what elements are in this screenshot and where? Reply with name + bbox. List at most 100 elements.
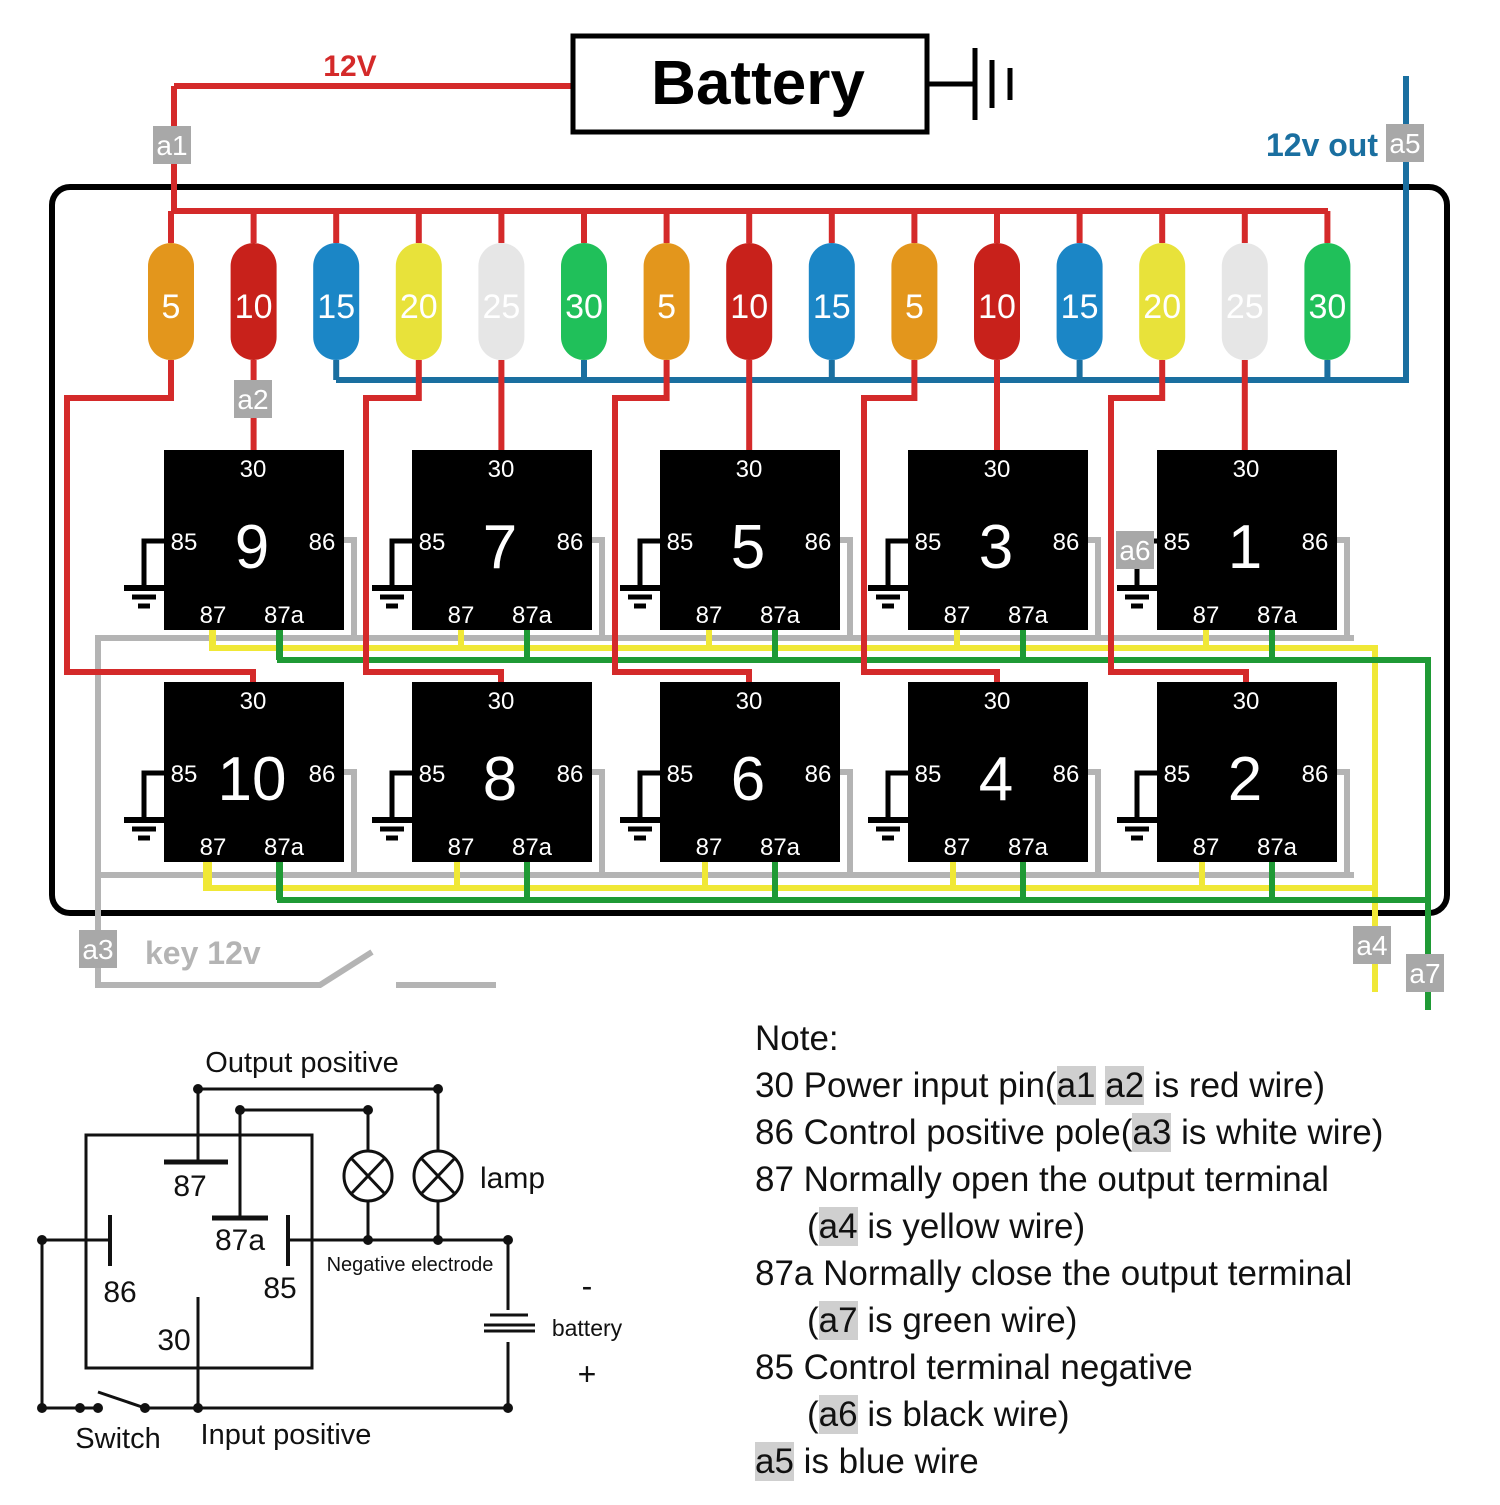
note-line: 85 Control terminal negative: [755, 1344, 1495, 1391]
tag-label: a3: [82, 934, 113, 965]
fuse: 15: [808, 243, 855, 360]
red-feed-30-wire: [861, 360, 1000, 682]
tag-box: [234, 380, 272, 418]
fuse: 10: [230, 243, 277, 360]
fuse-amp-label: 10: [730, 288, 768, 326]
pin-30-label: 30: [736, 456, 763, 483]
pin-30-label: 30: [736, 688, 763, 715]
tag-box: [79, 930, 117, 968]
ground-symbol-icon: [927, 48, 1013, 120]
pin-87-label: 87: [944, 602, 971, 629]
fuse-body: [1056, 243, 1103, 360]
note-text: (: [807, 1301, 819, 1340]
pin-87a-label: 87a: [512, 834, 553, 861]
pin-87a-label: 87a: [264, 834, 305, 861]
red-feed-30-wire: [1108, 360, 1249, 682]
schematic-pin-87: 87: [173, 1170, 206, 1203]
pin-86-label: 86: [1053, 761, 1080, 788]
pin-30-label: 30: [984, 456, 1011, 483]
pin-87-label: 87: [1193, 834, 1220, 861]
tag-label: a5: [1389, 128, 1420, 159]
note-line: (a6 is black wire): [755, 1391, 1495, 1438]
tag-box: [1386, 124, 1424, 162]
note-text: 85 Control terminal negative: [755, 1348, 1193, 1387]
fuse: 15: [1056, 243, 1103, 360]
tag-label: a1: [156, 130, 187, 161]
pin-87-label: 87: [696, 602, 723, 629]
fuse-body: [643, 243, 690, 360]
fuse-body: [230, 243, 277, 360]
schematic-pin-85: 85: [263, 1272, 296, 1305]
fuse: 20: [395, 243, 442, 360]
pin-85-label: 85: [1164, 529, 1191, 556]
lamp-x: [419, 1156, 457, 1196]
pin-86-label: 86: [1302, 529, 1329, 556]
note-wire-tag: a4: [818, 1207, 858, 1246]
note-text: 87a Normally close the output terminal: [755, 1254, 1353, 1293]
pin-30-label: 30: [1233, 456, 1260, 483]
pin-86-label: 86: [805, 761, 832, 788]
fuse: 25: [478, 243, 525, 360]
ground-wire: [885, 770, 908, 820]
tag-box: [1353, 926, 1391, 964]
red-feed-30-wire: [363, 360, 504, 682]
battery-box: Battery: [570, 33, 1013, 135]
tag-a2: a2: [234, 380, 272, 418]
fuse: 30: [561, 243, 607, 360]
pin-87-label: 87: [944, 834, 971, 861]
ground-wire: [885, 538, 908, 588]
tag-box: [1116, 531, 1154, 569]
pin-87-label: 87: [200, 602, 227, 629]
note-line: 87 Normally open the output terminal: [755, 1156, 1495, 1203]
green-87a-bus-bottom: [277, 862, 1428, 903]
red-feed-30-wire: [64, 360, 256, 682]
red-feed-30-wire: [612, 360, 752, 682]
fuse-body: [1304, 243, 1351, 360]
tag-a5: a5: [1386, 124, 1424, 162]
relay-number: 6: [731, 745, 765, 814]
ground-wire: [637, 770, 660, 820]
note-line: (a4 is yellow wire): [755, 1203, 1495, 1250]
ground-wire: [637, 538, 660, 588]
plus-label: +: [578, 1356, 597, 1392]
control-86-wire: [344, 769, 357, 875]
junction-dot: [363, 1235, 373, 1245]
pin-87-label: 87: [1193, 602, 1220, 629]
note-wire-tag: a1: [1056, 1066, 1096, 1105]
fuse: 5: [891, 243, 938, 360]
pin-30-label: 30: [488, 456, 515, 483]
fuse-amp-label: 10: [235, 288, 273, 326]
relay-body: [412, 682, 592, 862]
pin-86-label: 86: [309, 529, 336, 556]
fuse-amp-label: 15: [317, 288, 355, 326]
pin-85-label: 85: [171, 761, 198, 788]
pin-85-label: 85: [419, 761, 446, 788]
relay-number: 10: [218, 745, 287, 814]
relay-body: [164, 682, 344, 862]
fuse-amp-label: 30: [565, 288, 603, 326]
note-text: (: [807, 1395, 819, 1434]
note-line: 87a Normally close the output terminal: [755, 1250, 1495, 1297]
lamp-x: [349, 1156, 387, 1196]
schematic-pin-87a: 87a: [215, 1224, 265, 1257]
lamp-label: lamp: [480, 1162, 545, 1195]
pin-85-label: 85: [915, 529, 942, 556]
relay-body: [660, 682, 840, 862]
relay-number: 8: [483, 745, 517, 814]
fuse-amp-label: 5: [905, 288, 924, 326]
output-positive-label: Output positive: [205, 1047, 398, 1079]
voltage-label: 12V: [323, 50, 376, 83]
tag-a7: a7: [1406, 954, 1444, 992]
switch-lever: [97, 1390, 146, 1410]
relay-body: [164, 450, 344, 630]
tag-label: a2: [237, 384, 268, 415]
control-86-wire: [840, 769, 853, 875]
pin-85-label: 85: [667, 529, 694, 556]
fuse: 30: [1304, 243, 1351, 360]
pin-87a-label: 87a: [1008, 602, 1049, 629]
